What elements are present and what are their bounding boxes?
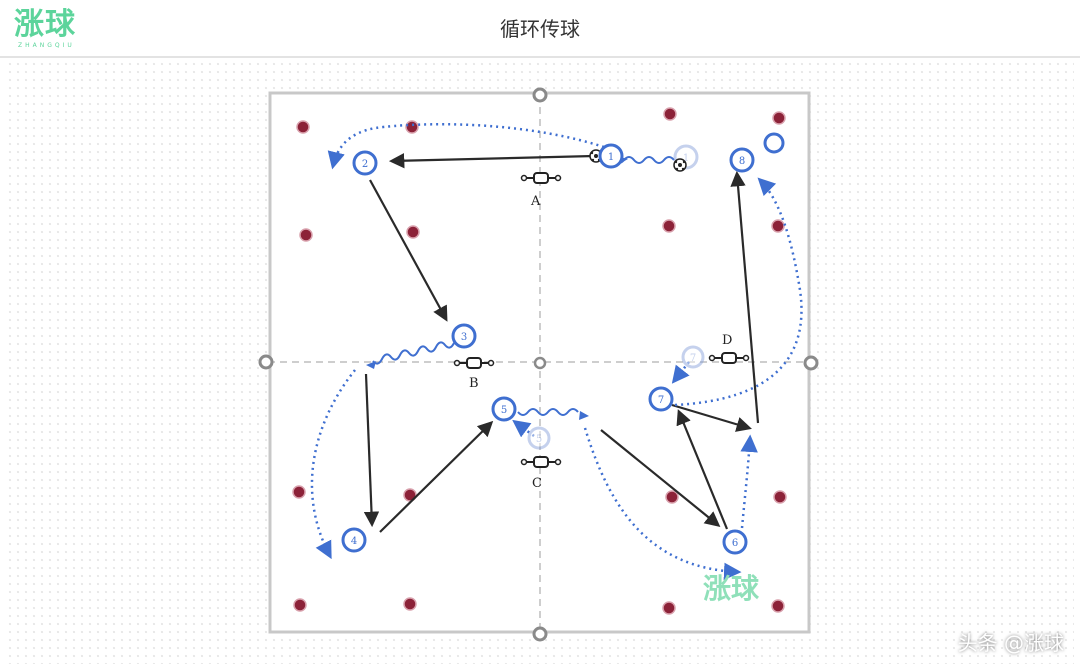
pass-arrow [379, 420, 494, 533]
logo-subtext: ZHANGQIU [18, 42, 75, 49]
pass-arrow [369, 179, 448, 322]
pass-arrow [676, 409, 729, 530]
player-ghost-label: 7 [690, 353, 696, 364]
field-logo: 涨球 [703, 572, 760, 605]
player-6-label: 6 [732, 538, 738, 549]
player-ghost: 7 [681, 345, 705, 369]
handle-dot [533, 356, 547, 370]
run-path [310, 369, 356, 560]
player-1-label: 1 [608, 152, 614, 163]
marker-dot [403, 597, 417, 611]
ball-icon [673, 158, 687, 172]
marker-dot [405, 120, 419, 134]
player-4-label: 4 [351, 536, 357, 547]
cone-label-a: A [530, 194, 541, 209]
player-ghost-label: 1 [683, 153, 689, 164]
spare-player-ring [763, 132, 785, 154]
dribble-arrow-head [579, 411, 589, 420]
pass-arrow [671, 403, 752, 432]
logo-text: 涨球 [14, 7, 76, 42]
handle-dot [532, 87, 548, 103]
player-8: 8 [729, 147, 755, 173]
marker-dot [299, 228, 313, 242]
pass-arrow [730, 170, 760, 424]
pass-arrow [388, 152, 595, 169]
run-path [583, 427, 742, 581]
player-1: 1 [598, 143, 624, 169]
marker-dot [296, 120, 310, 134]
handle-dot [258, 354, 274, 370]
handle-dot [803, 355, 819, 371]
handle-dot [532, 626, 548, 642]
marker-dot [771, 219, 785, 233]
pass-arrow [363, 373, 380, 528]
marker-dot [662, 601, 676, 615]
run-path [671, 361, 690, 384]
dribble-arrow-head [366, 361, 376, 369]
marker-dot [662, 219, 676, 233]
run-path [512, 419, 535, 438]
marker-dot [663, 107, 677, 121]
player-5-label: 5 [501, 405, 507, 416]
cone-label-c: C [532, 476, 542, 491]
marker-dot [771, 599, 785, 613]
dribble-path [372, 341, 455, 365]
player-4: 4 [341, 527, 367, 553]
marker-dot [406, 225, 420, 239]
page-title: 循环传球 [500, 17, 580, 41]
cone-label-b: B [469, 376, 479, 391]
player-6: 6 [722, 529, 748, 555]
dribble-path [517, 408, 579, 416]
watermark-text: 头条 @涨球 [957, 631, 1064, 655]
cone-label-d: D [722, 333, 732, 348]
player-ghost: 5 [527, 426, 551, 450]
cone-gate: A [520, 172, 562, 209]
player-2: 2 [352, 150, 378, 176]
cone-gate: B [453, 357, 495, 391]
brand-logo: 涨球 ZHANGQIU [14, 7, 124, 50]
player-5: 5 [491, 396, 517, 422]
player-3: 3 [451, 323, 477, 349]
cone-gate: C [520, 456, 562, 491]
marker-dot [292, 485, 306, 499]
marker-dot [293, 598, 307, 612]
player-7-label: 7 [658, 395, 664, 406]
player-3-label: 3 [461, 332, 467, 343]
player-ghost-label: 5 [536, 434, 542, 445]
player-7: 7 [648, 386, 674, 412]
pass-arrow [600, 429, 721, 527]
marker-dot [773, 490, 787, 504]
header-bar: 涨球 ZHANGQIU 循环传球 [0, 0, 1080, 58]
player-2-label: 2 [362, 159, 368, 170]
player-8-label: 8 [739, 156, 745, 167]
marker-dot [772, 111, 786, 125]
cone-gate: D [708, 333, 750, 364]
marker-dot [665, 490, 679, 504]
